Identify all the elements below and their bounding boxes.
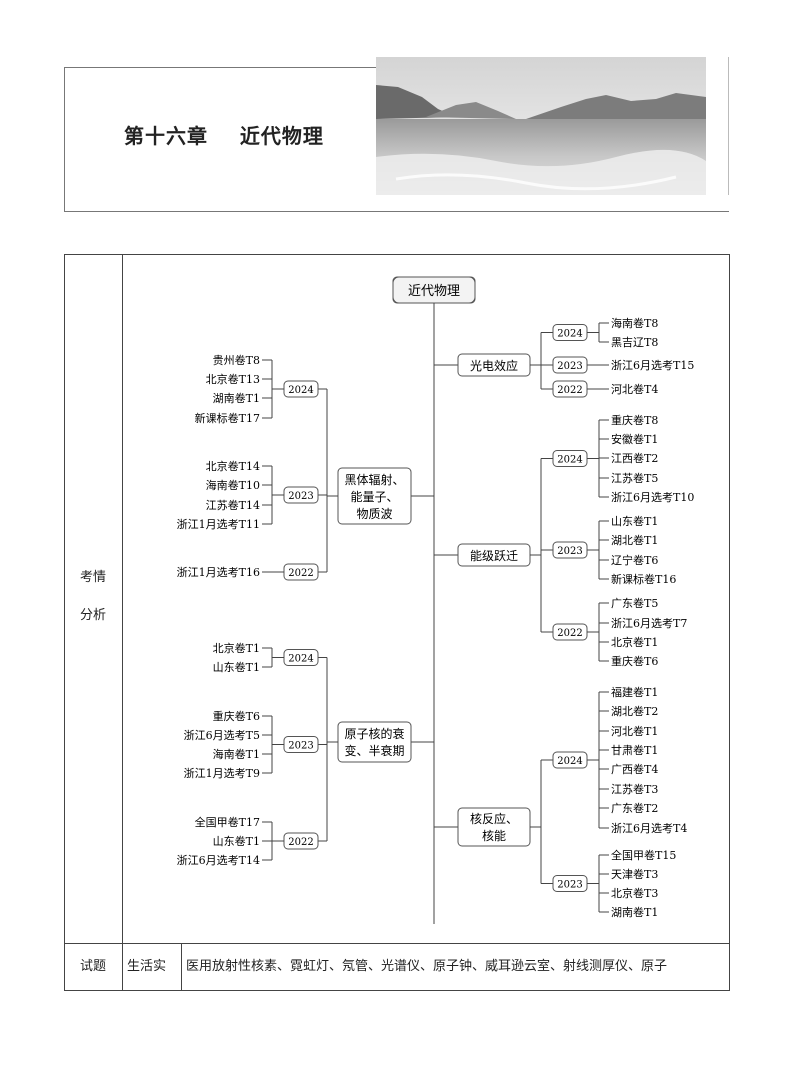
topic-label: 黑体辐射、 xyxy=(344,472,404,487)
topic-label: 原子核的衰 xyxy=(344,726,404,741)
exam-item: 北京卷T1 xyxy=(611,635,658,649)
exam-item: 海南卷T1 xyxy=(213,747,260,761)
exam-item: 福建卷T1 xyxy=(611,685,658,699)
topic-label: 变、半衰期 xyxy=(344,743,404,758)
exam-item: 新课标卷T16 xyxy=(611,572,676,586)
year-label: 2023 xyxy=(557,361,582,372)
topic-label: 光电效应 xyxy=(470,358,518,373)
year-label: 2022 xyxy=(288,568,313,579)
topic-label: 物质波 xyxy=(356,507,392,521)
exam-item: 甘肃卷T1 xyxy=(611,743,658,757)
table-row-divider xyxy=(64,943,730,944)
exam-item: 浙江1月选考T11 xyxy=(177,518,260,531)
exam-item: 全国甲卷T17 xyxy=(195,815,260,829)
exam-item: 安徽卷T1 xyxy=(611,432,658,446)
exam-item: 贵州卷T8 xyxy=(213,353,260,367)
exam-item: 辽宁卷T6 xyxy=(611,553,658,567)
year-label: 2023 xyxy=(557,546,582,557)
table-column-divider xyxy=(122,254,123,991)
year-label: 2022 xyxy=(557,385,582,396)
exam-item: 广东卷T2 xyxy=(611,801,658,815)
exam-item: 湖南卷T1 xyxy=(611,905,658,919)
exam-item: 广西卷T4 xyxy=(611,762,658,776)
exam-item: 北京卷T1 xyxy=(213,641,260,655)
row-sublabel-life: 生活实 xyxy=(127,959,167,974)
exam-item: 江西卷T2 xyxy=(611,451,658,465)
year-label: 2024 xyxy=(288,654,313,665)
chapter-title: 第十六章 近代物理 xyxy=(124,124,324,148)
exam-item: 浙江6月选考T10 xyxy=(611,491,694,504)
header-top-rule xyxy=(64,67,376,68)
exam-item: 浙江6月选考T15 xyxy=(611,359,694,372)
row-label-questions: 试题 xyxy=(80,959,107,974)
row-label-line1: 考情 xyxy=(80,570,107,585)
exam-item: 山东卷T1 xyxy=(611,514,658,528)
exam-item: 浙江1月选考T9 xyxy=(184,767,260,780)
topic-label: 核反应、 xyxy=(470,811,518,826)
exam-item: 全国甲卷T15 xyxy=(611,848,676,862)
year-label: 2023 xyxy=(557,880,582,891)
exam-item: 浙江6月选考T4 xyxy=(611,822,687,835)
topic-label: 核能 xyxy=(482,829,506,843)
year-label: 2024 xyxy=(557,455,582,466)
exam-item: 新课标卷T17 xyxy=(195,411,260,425)
exam-analysis-table xyxy=(64,254,730,991)
lake-mountain-photo xyxy=(376,57,706,195)
chapter-header-box xyxy=(64,67,729,212)
exam-item: 山东卷T1 xyxy=(213,660,260,674)
year-label: 2022 xyxy=(557,628,582,639)
year-label: 2024 xyxy=(557,329,582,340)
exam-item: 江苏卷T5 xyxy=(611,471,658,485)
exam-item: 浙江1月选考T16 xyxy=(177,566,260,579)
year-label: 2024 xyxy=(288,385,313,396)
exam-item: 重庆卷T8 xyxy=(611,413,658,427)
exam-item: 重庆卷T6 xyxy=(611,654,658,668)
exam-item: 湖北卷T2 xyxy=(611,704,658,718)
exam-item: 湖南卷T1 xyxy=(213,391,260,405)
root-node: 近代物理 xyxy=(408,284,460,299)
topic-label: 能量子、 xyxy=(350,490,398,504)
exam-item: 北京卷T3 xyxy=(611,886,658,900)
table-subcolumn-divider xyxy=(181,943,182,991)
exam-item: 江苏卷T14 xyxy=(206,498,260,512)
exam-item: 重庆卷T6 xyxy=(213,709,260,723)
exam-item: 浙江6月选考T5 xyxy=(184,729,260,742)
year-label: 2024 xyxy=(557,756,582,767)
topic-label: 能级跃迁 xyxy=(470,549,518,563)
exam-item: 北京卷T14 xyxy=(206,459,260,473)
exam-item: 浙江6月选考T14 xyxy=(177,854,260,867)
year-label: 2023 xyxy=(288,741,313,752)
exam-item: 广东卷T5 xyxy=(611,596,658,610)
exam-item: 湖北卷T1 xyxy=(611,533,658,547)
exam-item: 海南卷T10 xyxy=(206,478,260,492)
exam-item: 江苏卷T3 xyxy=(611,782,658,796)
exam-item: 河北卷T1 xyxy=(611,724,658,738)
exam-item: 河北卷T4 xyxy=(611,382,658,396)
exam-item: 北京卷T13 xyxy=(206,372,260,386)
year-label: 2023 xyxy=(288,491,313,502)
header-right-rule xyxy=(728,57,729,195)
exam-item: 天津卷T3 xyxy=(611,867,658,881)
row-content-applications: 医用放射性核素、霓虹灯、氖管、光谱仪、原子钟、威耳逊云室、射线测厚仪、原子 xyxy=(186,959,668,974)
exam-item: 海南卷T8 xyxy=(611,316,658,330)
year-label: 2022 xyxy=(288,837,313,848)
exam-item: 山东卷T1 xyxy=(213,834,260,848)
exam-item: 黑吉辽T8 xyxy=(611,336,658,349)
row-label-line2: 分析 xyxy=(80,608,107,623)
exam-item: 浙江6月选考T7 xyxy=(611,617,687,630)
